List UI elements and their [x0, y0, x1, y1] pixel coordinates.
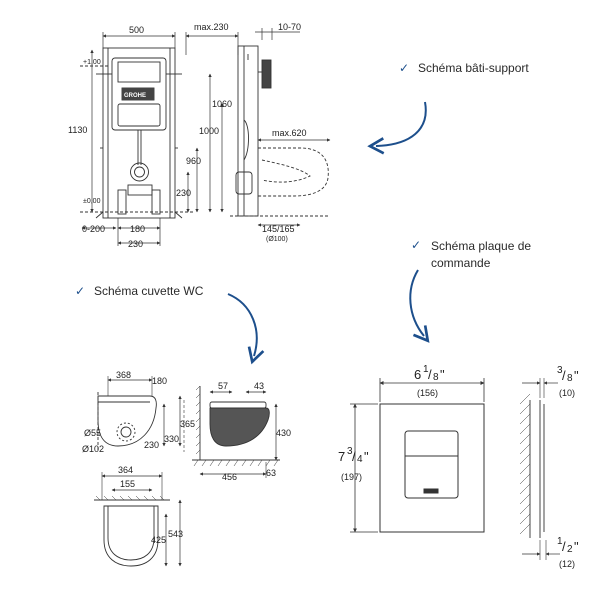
dim-plus100: +1,00	[83, 59, 101, 66]
cuvette-wall-view	[192, 385, 280, 478]
plaque-height-whole: 7	[338, 449, 345, 464]
cuv-dim-330: 330	[164, 434, 179, 444]
cuv-dim-155: 155	[120, 479, 135, 489]
cuv-dim-365: 365	[180, 419, 195, 429]
label-bati: Schéma bâti-support	[418, 61, 529, 75]
check-icon: ✓	[399, 61, 410, 75]
plaque-width-mm: (156)	[417, 388, 438, 398]
plaque-width-num: 1	[423, 364, 429, 375]
plaque-depth-bot-inch: "	[574, 539, 579, 554]
bati-dimension-lines	[81, 28, 300, 246]
plaque-width-slash: /	[428, 367, 432, 382]
dim-145-165: 145/165	[262, 224, 295, 234]
label-cuvette: Schéma cuvette WC	[94, 284, 204, 298]
dim-max620: max.620	[272, 128, 307, 138]
bati-side-view	[230, 45, 331, 227]
cuvette-side-view	[97, 376, 185, 452]
dim-10-70: 10-70	[278, 22, 301, 32]
cuv-dim-d55: Ø55	[84, 428, 101, 438]
label-plaque: Schéma plaque de commande	[431, 239, 532, 270]
dim-1130: 1130	[68, 125, 87, 135]
plaque-depth-top-num: 3	[557, 365, 563, 376]
cuv-dim-43: 43	[254, 381, 264, 391]
plaque-side-view	[519, 378, 560, 560]
dim-230-bottom: 230	[128, 239, 143, 249]
dim-0-200: 0-200	[82, 224, 105, 234]
cuv-dim-425: 425	[151, 535, 166, 545]
grohe-logo	[122, 88, 154, 100]
cuv-dim-57: 57	[218, 381, 228, 391]
arrow-cuvette	[227, 293, 265, 365]
plaque-depth-top-den: 8	[567, 373, 573, 384]
plaque-height-mm: (197)	[341, 472, 362, 482]
cuvette-top-view	[94, 472, 182, 567]
dim-180: 180	[130, 224, 145, 234]
cuv-dim-543: 543	[168, 529, 183, 539]
cuv-dim-364: 364	[118, 465, 133, 475]
dim-1060: 1060	[212, 99, 232, 109]
plaque-depth-bot-num: 1	[557, 536, 563, 547]
cuv-dim-456: 456	[222, 472, 237, 482]
cuv-dim-430: 430	[276, 428, 291, 438]
plaque-depth-top-mm: (10)	[559, 388, 575, 398]
cuv-dim-d102: Ø102	[82, 444, 104, 454]
plaque-width-inch: "	[440, 367, 445, 382]
plaque-depth-top-slash: /	[562, 368, 566, 383]
dim-960: 960	[186, 156, 201, 166]
plaque-depth-bot-slash: /	[562, 539, 566, 554]
cuv-dim-63: 63	[266, 468, 276, 478]
plaque-height-inch: "	[364, 449, 369, 464]
plaque-depth-bot-mm: (12)	[559, 559, 575, 569]
plaque-width-den: 8	[433, 372, 439, 383]
dim-1000: 1000	[199, 126, 219, 136]
dim-230: 230	[176, 188, 191, 198]
dim-max230: max.230	[194, 22, 229, 32]
check-icon: ✓	[411, 238, 422, 252]
plaque-width-whole: 6	[414, 367, 421, 382]
plaque-depth-top-inch: "	[574, 368, 579, 383]
dim-500: 500	[129, 25, 144, 35]
plaque-height-slash: /	[352, 449, 356, 464]
plaque-front-view	[379, 403, 485, 533]
plaque-height-num: 3	[347, 446, 353, 457]
plaque-depth-bot-den: 2	[567, 544, 573, 555]
check-icon: ✓	[75, 284, 86, 298]
plaque-height-den: 4	[357, 454, 363, 465]
arrow-bati	[367, 101, 427, 155]
grohe-logo-text: GROHE	[124, 93, 146, 99]
cuv-dim-368: 368	[116, 370, 131, 380]
arrow-plaque	[409, 269, 430, 343]
dim-zero: ±0,00	[83, 198, 101, 205]
cuv-dim-180: 180	[152, 376, 167, 386]
dim-d100: (Ø100)	[266, 236, 288, 243]
cuv-dim-230: 230	[144, 440, 159, 450]
plaque-dimension-lines	[350, 378, 485, 533]
